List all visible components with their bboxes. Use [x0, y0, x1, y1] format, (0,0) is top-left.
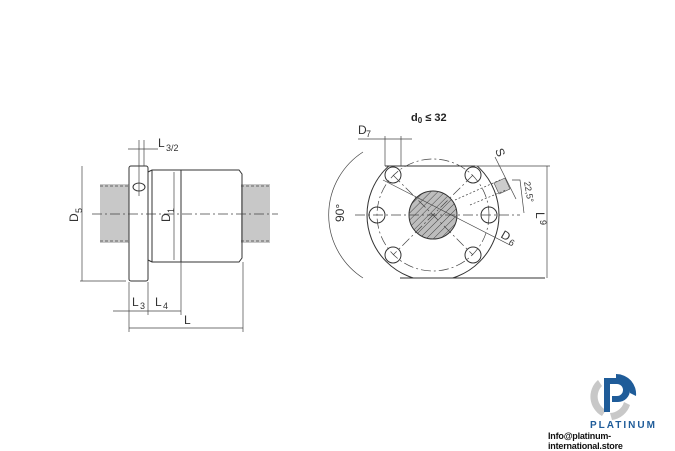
d1-sub: 1: [166, 208, 176, 213]
s-label: S: [492, 146, 508, 158]
platinum-logo: PLATINUM: [590, 373, 657, 431]
shaft-right: [241, 184, 270, 243]
l4-sub: 4: [163, 301, 168, 311]
l-label: L: [184, 313, 191, 327]
bolt-holes: [368, 166, 498, 264]
d7-sub: 7: [366, 129, 371, 139]
angle-90-label: 90°: [333, 204, 347, 222]
logo-text: PLATINUM: [590, 420, 657, 431]
angle-22-label: 22,5°: [522, 181, 536, 204]
l32-label: L: [158, 136, 165, 150]
l4-label: L: [155, 295, 162, 309]
d6-sub: 6: [507, 237, 516, 248]
l3-sub: 3: [140, 301, 145, 311]
nut-body: [147, 169, 243, 263]
front-view: d0 ≤ 32 D 7 90° S 22,5° D 6 L 9: [328, 112, 550, 279]
l9-label: L: [533, 212, 547, 219]
contact-email[interactable]: Info@platinum-international.store: [548, 431, 623, 451]
d5-sub: 5: [74, 208, 84, 213]
l3-label: L: [132, 295, 139, 309]
d7-label: D: [358, 123, 367, 137]
d5-label: D: [67, 213, 81, 222]
shaft-left: [100, 184, 129, 243]
d1-label: D: [159, 213, 173, 222]
l32-sub: 3/2: [166, 143, 179, 153]
l9-sub: 9: [538, 220, 548, 225]
flange: [128, 165, 149, 282]
diagram-title: d0 ≤ 32: [411, 112, 447, 125]
side-view: L 3/2 D 5 D 1 L 3 L 4 L: [67, 136, 278, 332]
